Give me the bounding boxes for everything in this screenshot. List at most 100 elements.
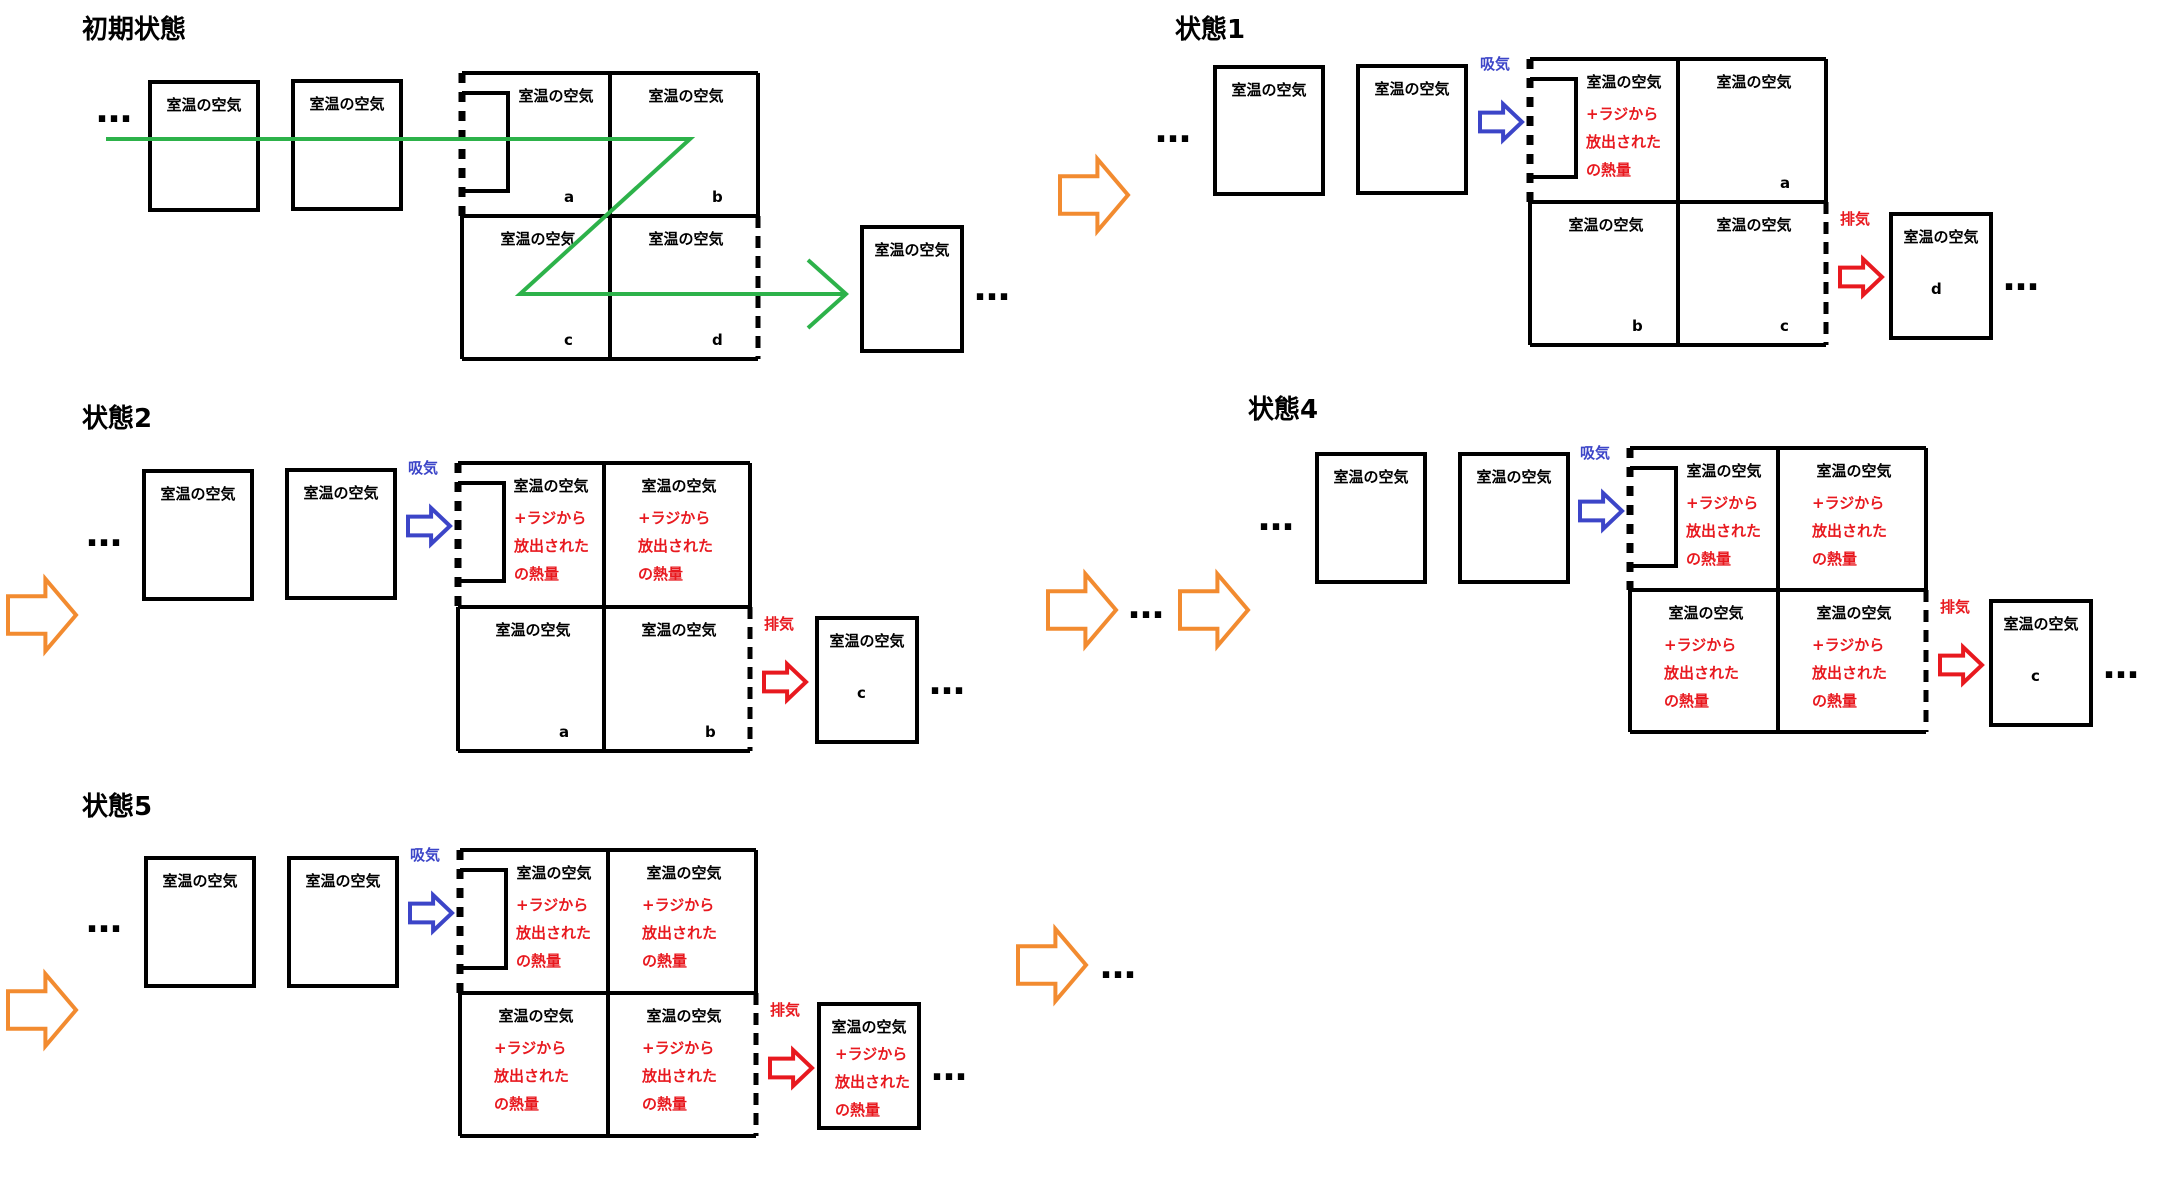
- exhaust-arrow: [762, 659, 809, 705]
- intake-label: 吸気: [408, 459, 438, 477]
- room-air-label: 室温の空気: [500, 230, 575, 248]
- parcel-tag: c: [2031, 667, 2040, 685]
- ellipsis: …: [1258, 498, 1294, 539]
- ellipsis: …: [86, 514, 122, 555]
- cell-d: 室温の空気 b: [641, 621, 716, 741]
- room-air-label: 室温の空気: [495, 621, 570, 639]
- state-title: 初期状態: [82, 14, 186, 45]
- transition-arrow: [1058, 153, 1131, 237]
- heat-text-line: の熱量: [1812, 692, 1857, 710]
- room-air-label: 室温の空気: [518, 87, 593, 105]
- room-air-label: 室温の空気: [1716, 216, 1791, 234]
- heat-text-line: の熱量: [642, 952, 687, 970]
- outside-air-box: [1889, 212, 1993, 340]
- transition-arrow: [6, 573, 79, 657]
- room-air-box: [1356, 64, 1468, 195]
- parcel-tag: d: [1931, 280, 1942, 298]
- exhaust-arrow: [1938, 642, 1985, 688]
- state-title: 状態1: [1175, 14, 1245, 45]
- heat-text-line: の熱量: [642, 1095, 687, 1113]
- room-air-label: 室温の空気: [646, 864, 721, 882]
- heat-text-line: +ラジから: [1664, 636, 1736, 654]
- room-air-label: 室温の空気: [1816, 604, 1891, 622]
- exhaust-arrow: [768, 1045, 815, 1091]
- ellipsis: …: [1155, 110, 1191, 151]
- heat-text-line: 放出された: [637, 537, 713, 555]
- outside-air-box: [1989, 599, 2093, 727]
- intake-arrow: [1478, 99, 1525, 145]
- parcel-tag: b: [1632, 317, 1643, 335]
- ellipsis: …: [974, 268, 1010, 309]
- state-s2: 状態2…室温の空気室温の空気室温の空気+ラジから放出されたの熱量室温の空気+ラジ…: [82, 403, 965, 753]
- room-air-box: [144, 856, 256, 988]
- room-air-label: 室温の空気: [646, 1007, 721, 1025]
- room-air-label: 室温の空気: [1231, 81, 1306, 99]
- intake-label: 吸気: [410, 846, 440, 864]
- transition-arrow: [1178, 568, 1251, 652]
- room-air-box: [291, 79, 403, 211]
- heat-text-line: +ラジから: [516, 896, 588, 914]
- heat-text-line: の熱量: [1686, 550, 1731, 568]
- parcel-tag: d: [712, 331, 723, 349]
- room-air-label: 室温の空気: [162, 872, 237, 890]
- room-air-label: 室温の空気: [641, 621, 716, 639]
- ellipsis: …: [1100, 946, 1136, 987]
- room-air-label: 室温の空気: [513, 477, 588, 495]
- room-air-label: 室温の空気: [1476, 468, 1551, 486]
- intake-duct: [462, 91, 510, 193]
- room-air-label: 室温の空気: [166, 96, 241, 114]
- heat-text-line: 放出された: [513, 537, 589, 555]
- intake-duct: [458, 481, 506, 583]
- heat-text-line: の熱量: [1664, 692, 1709, 710]
- heat-text-line: +ラジから: [835, 1045, 907, 1063]
- intake-label: 吸気: [1580, 444, 1610, 462]
- ellipsis: …: [2103, 646, 2139, 687]
- heat-text-line: 放出された: [641, 1067, 717, 1085]
- room-air-label: 室温の空気: [1374, 80, 1449, 98]
- intake-duct: [460, 868, 508, 970]
- parcel-tag: a: [1780, 174, 1790, 192]
- exhaust-arrow: [1838, 254, 1885, 300]
- heat-text-line: 放出された: [493, 1067, 569, 1085]
- room-air-label: 室温の空気: [516, 864, 591, 882]
- outside-air-box: [817, 1002, 921, 1130]
- cell-c: 室温の空気 b: [1568, 216, 1643, 335]
- heat-text-line: 放出された: [1811, 664, 1887, 682]
- room-air-label: 室温の空気: [829, 632, 904, 650]
- heat-text-line: 放出された: [1811, 522, 1887, 540]
- heat-text-line: +ラジから: [1812, 636, 1884, 654]
- room-air-label: 室温の空気: [1668, 604, 1743, 622]
- room-air-label: 室温の空気: [305, 872, 380, 890]
- heat-text-line: +ラジから: [1812, 494, 1884, 512]
- ellipsis: …: [1128, 586, 1164, 627]
- parcel-tag: b: [705, 723, 716, 741]
- room-air-label: 室温の空気: [641, 477, 716, 495]
- heat-text-line: +ラジから: [642, 1039, 714, 1057]
- state-title: 状態5: [82, 791, 152, 822]
- heat-text-line: の熱量: [514, 565, 559, 583]
- ellipsis: …: [931, 1048, 967, 1089]
- transition-arrow: [1046, 568, 1119, 652]
- airflow-path-arrowhead: [806, 258, 849, 330]
- state-s4: 状態4…室温の空気室温の空気室温の空気+ラジから放出されたの熱量室温の空気+ラジ…: [1248, 394, 2139, 734]
- parcel-tag: b: [712, 188, 723, 206]
- heat-text-line: の熱量: [516, 952, 561, 970]
- state-title: 状態2: [82, 403, 152, 434]
- room-air-label: 室温の空気: [1568, 216, 1643, 234]
- room-air-box: [142, 469, 254, 601]
- heat-text-line: の熱量: [1812, 550, 1857, 568]
- intake-arrow: [408, 890, 455, 936]
- room-air-box: [287, 856, 399, 988]
- heat-text-line: +ラジから: [642, 896, 714, 914]
- state-initial: 初期状態…室温の空気室温の空気室温の空気a室温の空気b室温の空気c室温の空気d室…: [82, 14, 1010, 361]
